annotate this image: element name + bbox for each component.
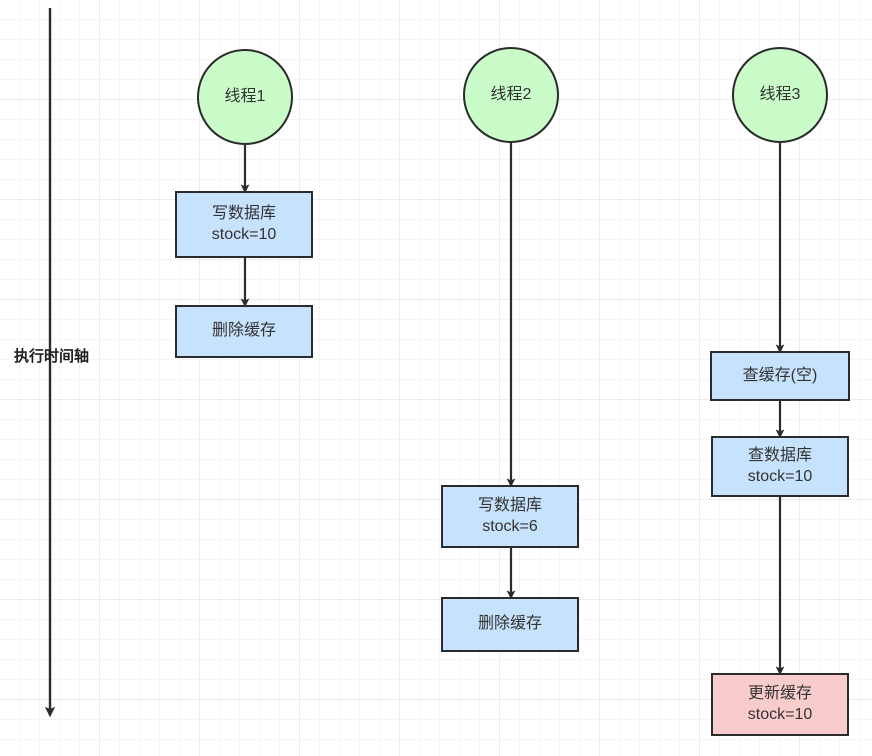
edge-group [240,143,785,676]
step-node-label: 写数据库 stock=6 [477,497,542,535]
thread-node-label: 线程1 [224,87,266,105]
thread-node-thread-3[interactable]: 线程3 [732,47,828,143]
timeline-label: 执行时间轴 [14,348,90,365]
thread-node-thread-1[interactable]: 线程1 [197,49,293,145]
step-node-t3-update-cache[interactable]: 更新缓存 stock=10 [711,673,849,736]
thread-node-label: 线程3 [759,85,801,103]
thread-node-label: 线程2 [490,85,532,103]
step-node-t1-write-db[interactable]: 写数据库 stock=10 [175,191,313,258]
step-node-label: 删除缓存 [477,615,542,633]
step-node-label: 查缓存(空) [742,366,818,384]
step-node-label: 查数据库 stock=10 [747,447,813,485]
thread-node-thread-2[interactable]: 线程2 [463,47,559,143]
step-node-label: 更新缓存 stock=10 [747,685,813,723]
step-node-t3-query-cache[interactable]: 查缓存(空) [710,351,850,401]
step-node-t3-query-db[interactable]: 查数据库 stock=10 [711,436,849,497]
step-node-t2-write-db[interactable]: 写数据库 stock=6 [441,485,579,548]
step-node-t1-del-cache[interactable]: 删除缓存 [175,305,313,358]
step-node-label: 删除缓存 [211,322,276,340]
step-node-t2-del-cache[interactable]: 删除缓存 [441,597,579,652]
step-node-label: 写数据库 stock=10 [211,205,277,243]
